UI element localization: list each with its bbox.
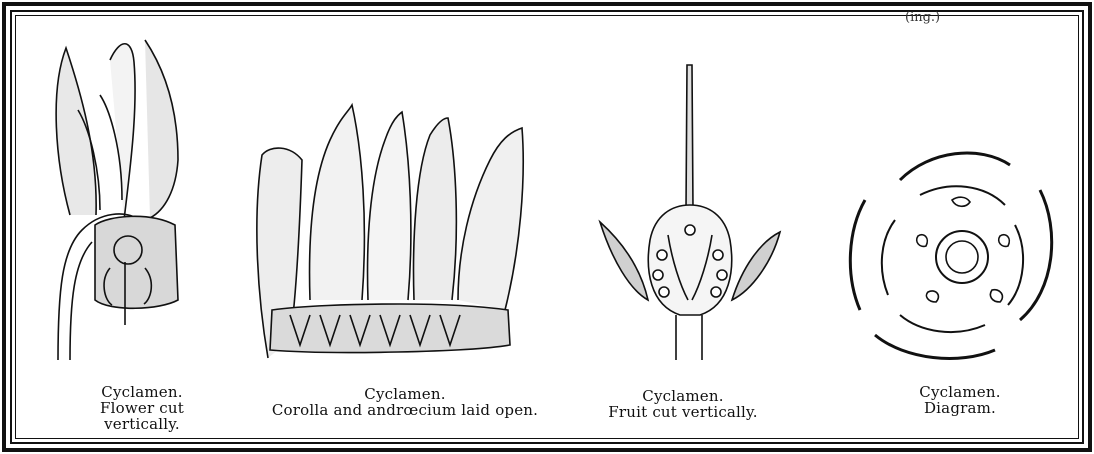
caption-subtitle: Flower cut vertically. bbox=[62, 400, 222, 432]
caption-subtitle: Diagram. bbox=[900, 400, 1020, 416]
floral-diagram-illustration bbox=[850, 153, 1051, 358]
caption-diagram: Cyclamen. Diagram. bbox=[900, 384, 1020, 416]
fruit-vertical-section-illustration bbox=[600, 65, 780, 360]
caption-title: Cyclamen. bbox=[266, 386, 544, 402]
caption-title: Cyclamen. bbox=[598, 388, 768, 404]
caption-title: Cyclamen. bbox=[900, 384, 1020, 400]
corolla-laid-open-illustration bbox=[257, 105, 523, 358]
caption-subtitle: Fruit cut vertically. bbox=[598, 404, 768, 420]
caption-flower-cut-vertically: Cyclamen. Flower cut vertically. bbox=[62, 384, 222, 432]
caption-subtitle: Corolla and andrœcium laid open. bbox=[266, 402, 544, 418]
caption-title: Cyclamen. bbox=[62, 384, 222, 400]
flower-vertical-section-illustration bbox=[56, 40, 178, 360]
caption-corolla-laid-open: Cyclamen. Corolla and andrœcium laid ope… bbox=[266, 386, 544, 418]
caption-fruit-cut-vertically: Cyclamen. Fruit cut vertically. bbox=[598, 388, 768, 420]
